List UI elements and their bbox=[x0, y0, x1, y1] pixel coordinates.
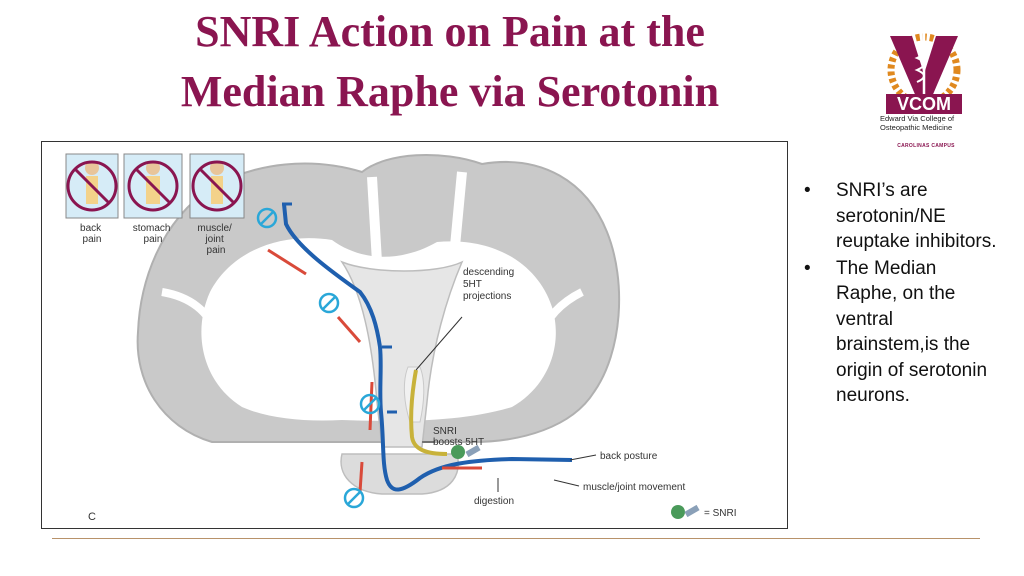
bullet-text-1: SNRI’s are serotonin/NE reuptake inhibit… bbox=[836, 180, 997, 252]
blocked-synapse-icons bbox=[256, 207, 381, 509]
label-muscle-joint-movement: muscle/joint movement bbox=[583, 482, 685, 493]
ascending-pain-pathway bbox=[282, 203, 573, 492]
logo-wordmark: VCOM bbox=[897, 94, 951, 114]
title-line-1: SNRI Action on Pain at the bbox=[195, 7, 705, 56]
red-arrow-2 bbox=[336, 316, 362, 343]
pain-icon-muscle bbox=[189, 153, 245, 219]
logo-campus: CAROLINAS CAMPUS bbox=[897, 143, 955, 149]
vcom-logo: VCOM bbox=[886, 30, 962, 114]
figure-svg: back pain stomach pain muscle/ joint pai… bbox=[65, 153, 737, 523]
logo-college-name: Edward Via College of Osteopathic Medici… bbox=[880, 114, 955, 132]
red-arrow-4 bbox=[358, 461, 364, 493]
legend-snri-icon bbox=[671, 504, 700, 519]
footer-divider bbox=[52, 538, 980, 539]
panel-label: C bbox=[88, 511, 96, 523]
pain-icon-stomach bbox=[123, 153, 183, 219]
title-line-2: Median Raphe via Serotonin bbox=[180, 67, 720, 116]
descending-5ht-pathway bbox=[409, 369, 448, 456]
bullet-item: •SNRI’s are serotonin/NE reuptake inhibi… bbox=[804, 180, 997, 252]
bullet-list: •SNRI’s are serotonin/NE reuptake inhibi… bbox=[800, 178, 1000, 410]
label-back-pain: back pain bbox=[80, 223, 104, 245]
label-stomach-pain: stomach pain bbox=[133, 223, 174, 245]
snri-molecule bbox=[451, 444, 481, 459]
label-snri-boosts: SNRI boosts 5HT bbox=[433, 426, 484, 448]
legend-snri-label: = SNRI bbox=[704, 508, 737, 519]
slide-title: SNRI Action on Pain at the Median Raphe … bbox=[70, 2, 830, 122]
label-muscle-joint-pain: muscle/ joint pain bbox=[197, 223, 234, 256]
bullet-item: •The Median Raphe, on the ventral brains… bbox=[804, 257, 988, 407]
bullet-text-2: The Median Raphe, on the ventral brainst… bbox=[836, 257, 988, 407]
pain-icon-back bbox=[65, 153, 119, 219]
label-descending-projections: descending 5HT projections bbox=[463, 267, 517, 302]
red-arrow-1 bbox=[267, 248, 307, 276]
red-arrow-3 bbox=[368, 381, 374, 431]
snri-pathway-figure: back pain stomach pain muscle/ joint pai… bbox=[41, 141, 788, 529]
label-digestion: digestion bbox=[474, 496, 514, 507]
label-back-posture: back posture bbox=[600, 451, 658, 462]
